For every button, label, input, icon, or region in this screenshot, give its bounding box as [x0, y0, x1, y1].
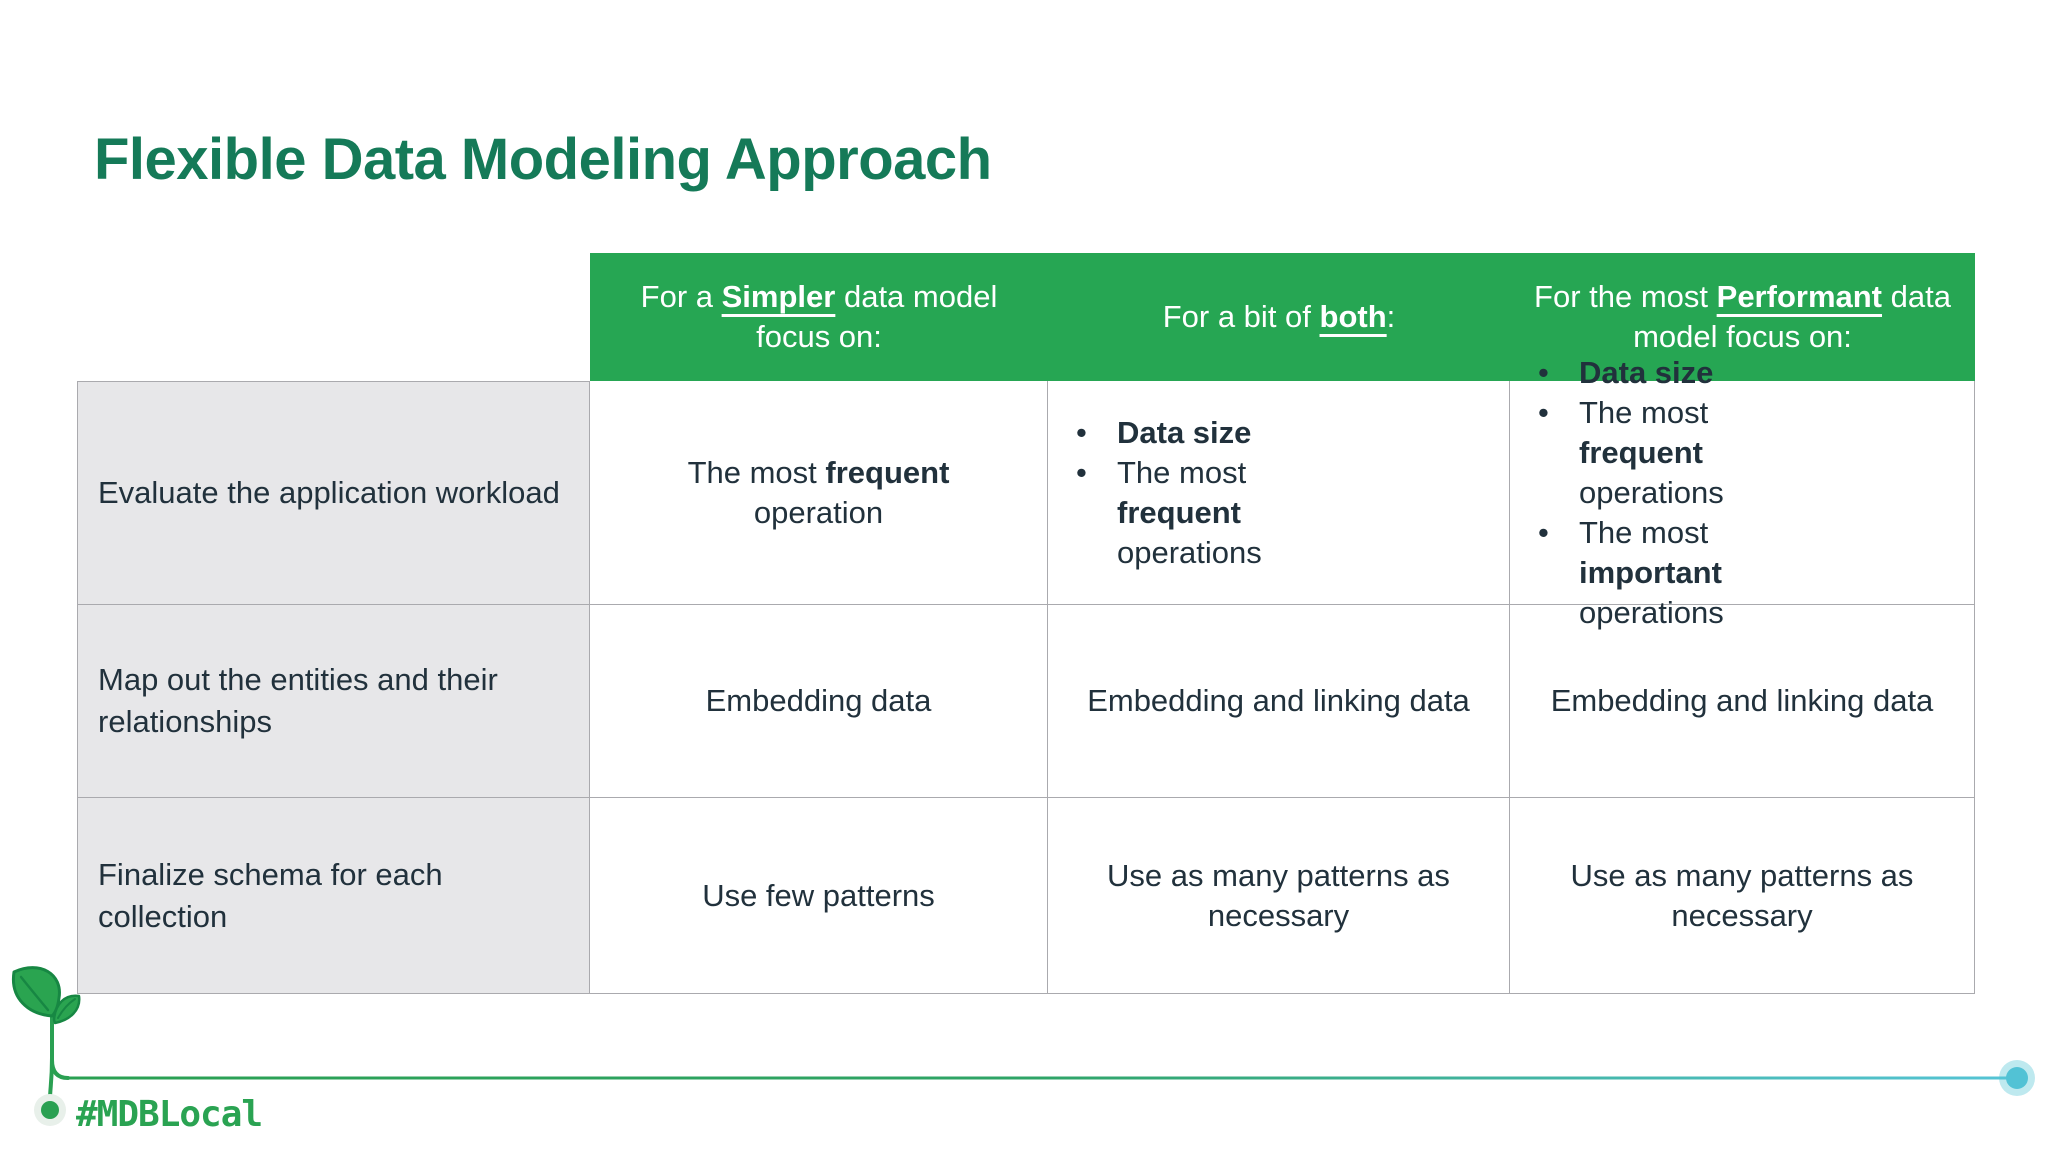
page-title: Flexible Data Modeling Approach [94, 127, 992, 192]
text-segment: Data size [1117, 414, 1252, 450]
bullet-item: The most frequent operations [1536, 393, 1836, 513]
column-header-text: For the most Performant data model focus… [1510, 277, 1975, 357]
table-corner-spacer [77, 253, 590, 381]
sprout-icon [11, 966, 81, 1102]
timeline-end-dot [1999, 1060, 2035, 1096]
text-segment: Embedding data [705, 683, 932, 718]
text-segment: operations [1579, 474, 1724, 510]
text-segment: The most [1579, 514, 1709, 550]
cell-schema-simpler: Use few patterns [590, 798, 1048, 994]
text-segment: Use as many patterns as necessary [1107, 857, 1450, 933]
text-segment: Data size [1579, 354, 1714, 390]
row-label-text: Evaluate the application workload [98, 475, 560, 510]
text-segment: Embedding and linking data [1087, 683, 1470, 718]
text-segment: both [1319, 299, 1387, 334]
text-segment: : [1386, 299, 1396, 334]
text-segment: The most [1117, 454, 1247, 490]
sprout-leaf-small [52, 994, 81, 1025]
text-segment: The most [687, 454, 826, 490]
row-label-evaluate-workload: Evaluate the application workload [77, 381, 590, 605]
comparison-table: For a Simpler data model focus on: For a… [77, 253, 1975, 994]
text-segment: For a [640, 279, 722, 314]
cell-workload-performant: Data sizeThe most frequent operationsThe… [1510, 353, 1975, 630]
text-segment: data model focus on: [1633, 279, 1951, 354]
timeline-start-dot [34, 1094, 66, 1126]
footer-decoration [11, 966, 2035, 1126]
cell-text: Use as many patterns as necessary [1066, 856, 1491, 936]
sprout-stem-branch [48, 1056, 54, 1102]
bullet-list: Data sizeThe most frequent operationsThe… [1510, 353, 1836, 633]
cell-workload-simpler: The most frequent operation [590, 381, 1048, 605]
cell-entities-both: Embedding and linking data [1048, 605, 1510, 798]
row-label-finalize-schema: Finalize schema for each collection [77, 798, 590, 994]
text-segment: The most [1579, 394, 1709, 430]
cell-workload-both: Data sizeThe most frequent operations [1048, 381, 1510, 605]
cell-text: The most frequent operation [659, 453, 979, 533]
column-header-performant: For the most Performant data model focus… [1510, 253, 1975, 381]
cell-schema-both: Use as many patterns as necessary [1048, 798, 1510, 994]
text-segment: operations [1579, 594, 1724, 630]
cell-entities-simpler: Embedding data [590, 605, 1048, 798]
bullet-item: The most frequent operations [1074, 453, 1374, 573]
text-segment: frequent [1579, 434, 1703, 470]
cell-text: Use few patterns [702, 876, 935, 916]
column-header-text: For a bit of both: [1147, 297, 1412, 337]
sprout-leaf-large-vein [19, 975, 50, 1012]
text-segment: operations [1117, 534, 1262, 570]
text-segment: For a bit of [1162, 299, 1320, 334]
cell-schema-performant: Use as many patterns as necessary [1510, 798, 1975, 994]
hashtag-label: #MDBLocal [76, 1094, 263, 1135]
column-header-both: For a bit of both: [1048, 253, 1510, 381]
sprout-leaf-small-vein [57, 998, 76, 1019]
row-label-map-entities: Map out the entities and their relations… [77, 605, 590, 798]
text-segment: Use as many patterns as necessary [1570, 857, 1914, 933]
row-label-text: Finalize schema for each collection [98, 856, 443, 934]
text-segment: Use few patterns [702, 877, 935, 913]
row-label-text: Map out the entities and their relations… [98, 662, 498, 739]
bullet-item: Data size [1074, 413, 1374, 453]
bullet-list: Data sizeThe most frequent operations [1048, 413, 1374, 573]
bullet-item: Data size [1536, 353, 1836, 393]
cell-text: Use as many patterns as necessary [1528, 856, 1956, 936]
cell-entities-performant: Embedding and linking data [1510, 605, 1975, 798]
text-segment: Performant [1716, 279, 1883, 314]
column-header-simpler: For a Simpler data model focus on: [590, 253, 1048, 381]
text-segment: Simpler [721, 279, 836, 314]
text-segment: important [1579, 554, 1722, 590]
text-segment: frequent [825, 454, 950, 490]
cell-text: Embedding and linking data [1551, 681, 1934, 721]
text-segment: Embedding and linking data [1550, 683, 1934, 718]
sprout-leaf-large [11, 966, 61, 1018]
cell-text: Embedding and linking data [1087, 681, 1470, 721]
text-segment: operation [753, 494, 884, 530]
text-segment: frequent [1117, 494, 1241, 530]
text-segment: For the most [1534, 279, 1717, 314]
column-header-text: For a Simpler data model focus on: [590, 277, 1048, 357]
bullet-item: The most important operations [1536, 513, 1836, 633]
text-segment: data model focus on: [756, 279, 998, 354]
cell-text: Embedding data [706, 681, 932, 721]
